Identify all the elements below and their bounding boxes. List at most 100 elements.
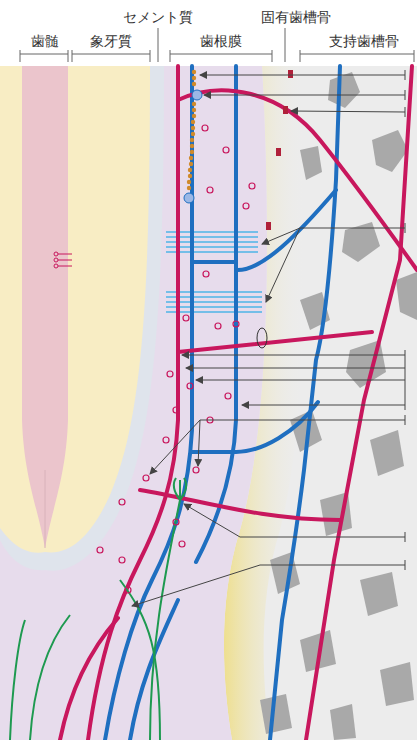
supporting-bone	[300, 146, 322, 180]
supporting-bone	[346, 340, 386, 388]
part-label: 固有歯槽骨	[259, 8, 333, 26]
header-bracket	[72, 50, 150, 62]
supporting-bone	[380, 662, 414, 706]
part-label: 象牙質	[88, 32, 134, 50]
cells	[190, 150, 194, 154]
leader-line	[186, 368, 405, 369]
periodontal-ligament	[0, 66, 267, 740]
nerve-fibers	[30, 615, 70, 740]
leader-line	[266, 228, 300, 302]
blood-vessels	[60, 618, 118, 740]
cells	[189, 162, 193, 166]
cells	[125, 587, 131, 593]
cells	[119, 499, 125, 505]
leader-line	[132, 565, 405, 606]
nerve-fibers	[120, 580, 160, 740]
tooth-root	[54, 252, 58, 256]
leader-line	[262, 228, 405, 244]
cells	[225, 393, 231, 399]
cells	[283, 106, 288, 114]
nerve-fibers	[10, 478, 186, 740]
nerve-fibers	[174, 478, 186, 500]
tooth-root	[0, 66, 150, 553]
cells	[143, 475, 149, 481]
tooth-root	[54, 264, 58, 268]
cells	[192, 102, 196, 106]
leader-line	[182, 355, 405, 356]
blood-vessels	[60, 66, 417, 740]
cells	[187, 180, 191, 184]
cells	[203, 271, 209, 277]
part-label: 支持歯槽骨	[327, 32, 401, 50]
blood-vessels	[60, 66, 417, 740]
supporting-bone	[330, 704, 356, 740]
leader-line	[198, 420, 200, 466]
blood-vessels	[178, 332, 372, 352]
cells	[119, 557, 125, 563]
leader-line	[405, 70, 406, 570]
blood-vessels	[306, 66, 412, 740]
supporting-bone	[396, 272, 417, 320]
tooth-root	[0, 66, 164, 571]
blood-vessels	[192, 260, 236, 264]
blood-vessels	[105, 66, 340, 740]
cells	[97, 70, 293, 593]
cells	[179, 541, 185, 547]
cells	[97, 547, 103, 553]
nerve-fibers	[150, 500, 180, 740]
supporting-bone	[270, 552, 300, 594]
cells	[190, 138, 194, 142]
header-bracket	[300, 50, 414, 62]
part-label: 歯根膜	[198, 32, 244, 50]
cells	[191, 132, 195, 136]
cells	[276, 148, 281, 156]
collagen-fibers	[166, 292, 262, 312]
cells	[215, 323, 221, 329]
cells	[192, 90, 202, 100]
tooth-root	[54, 252, 72, 268]
header-bracket	[285, 28, 286, 62]
blood-vessels	[178, 90, 417, 270]
cells	[249, 183, 255, 189]
leader-line	[204, 95, 405, 96]
cells	[233, 321, 239, 327]
supporting-bone	[0, 66, 417, 740]
leader-line	[291, 111, 405, 112]
header-bracket	[20, 50, 68, 62]
supporting-bone	[370, 430, 404, 476]
tooth-root	[45, 470, 46, 548]
blood-vessels	[130, 600, 178, 740]
supporting-bone	[260, 72, 417, 740]
cells	[223, 147, 229, 153]
header-bracket	[170, 50, 272, 62]
leader-line	[184, 504, 405, 537]
cells	[207, 187, 213, 193]
cells	[167, 371, 173, 377]
part-label: 歯髄	[29, 32, 61, 50]
collagen-fibers	[166, 232, 262, 312]
cells	[191, 120, 195, 124]
cells	[192, 70, 196, 74]
tooth-root	[0, 66, 164, 571]
cells	[187, 383, 193, 389]
cells	[187, 186, 191, 190]
cells	[202, 125, 208, 131]
cells	[189, 156, 193, 160]
cells	[266, 70, 293, 230]
blood-vessels	[270, 66, 340, 740]
cells	[193, 467, 199, 473]
cells	[192, 108, 196, 112]
tooth-root	[58, 254, 72, 266]
cells	[187, 70, 196, 190]
cells	[190, 144, 194, 148]
part-label: セメント質	[121, 8, 195, 26]
header-bracket	[20, 28, 414, 62]
cells	[288, 70, 293, 78]
leader-line	[200, 75, 405, 76]
supporting-bone	[0, 66, 417, 740]
cells	[243, 203, 249, 209]
cells	[257, 328, 267, 348]
cells	[266, 222, 271, 230]
tooth-root	[54, 258, 58, 262]
